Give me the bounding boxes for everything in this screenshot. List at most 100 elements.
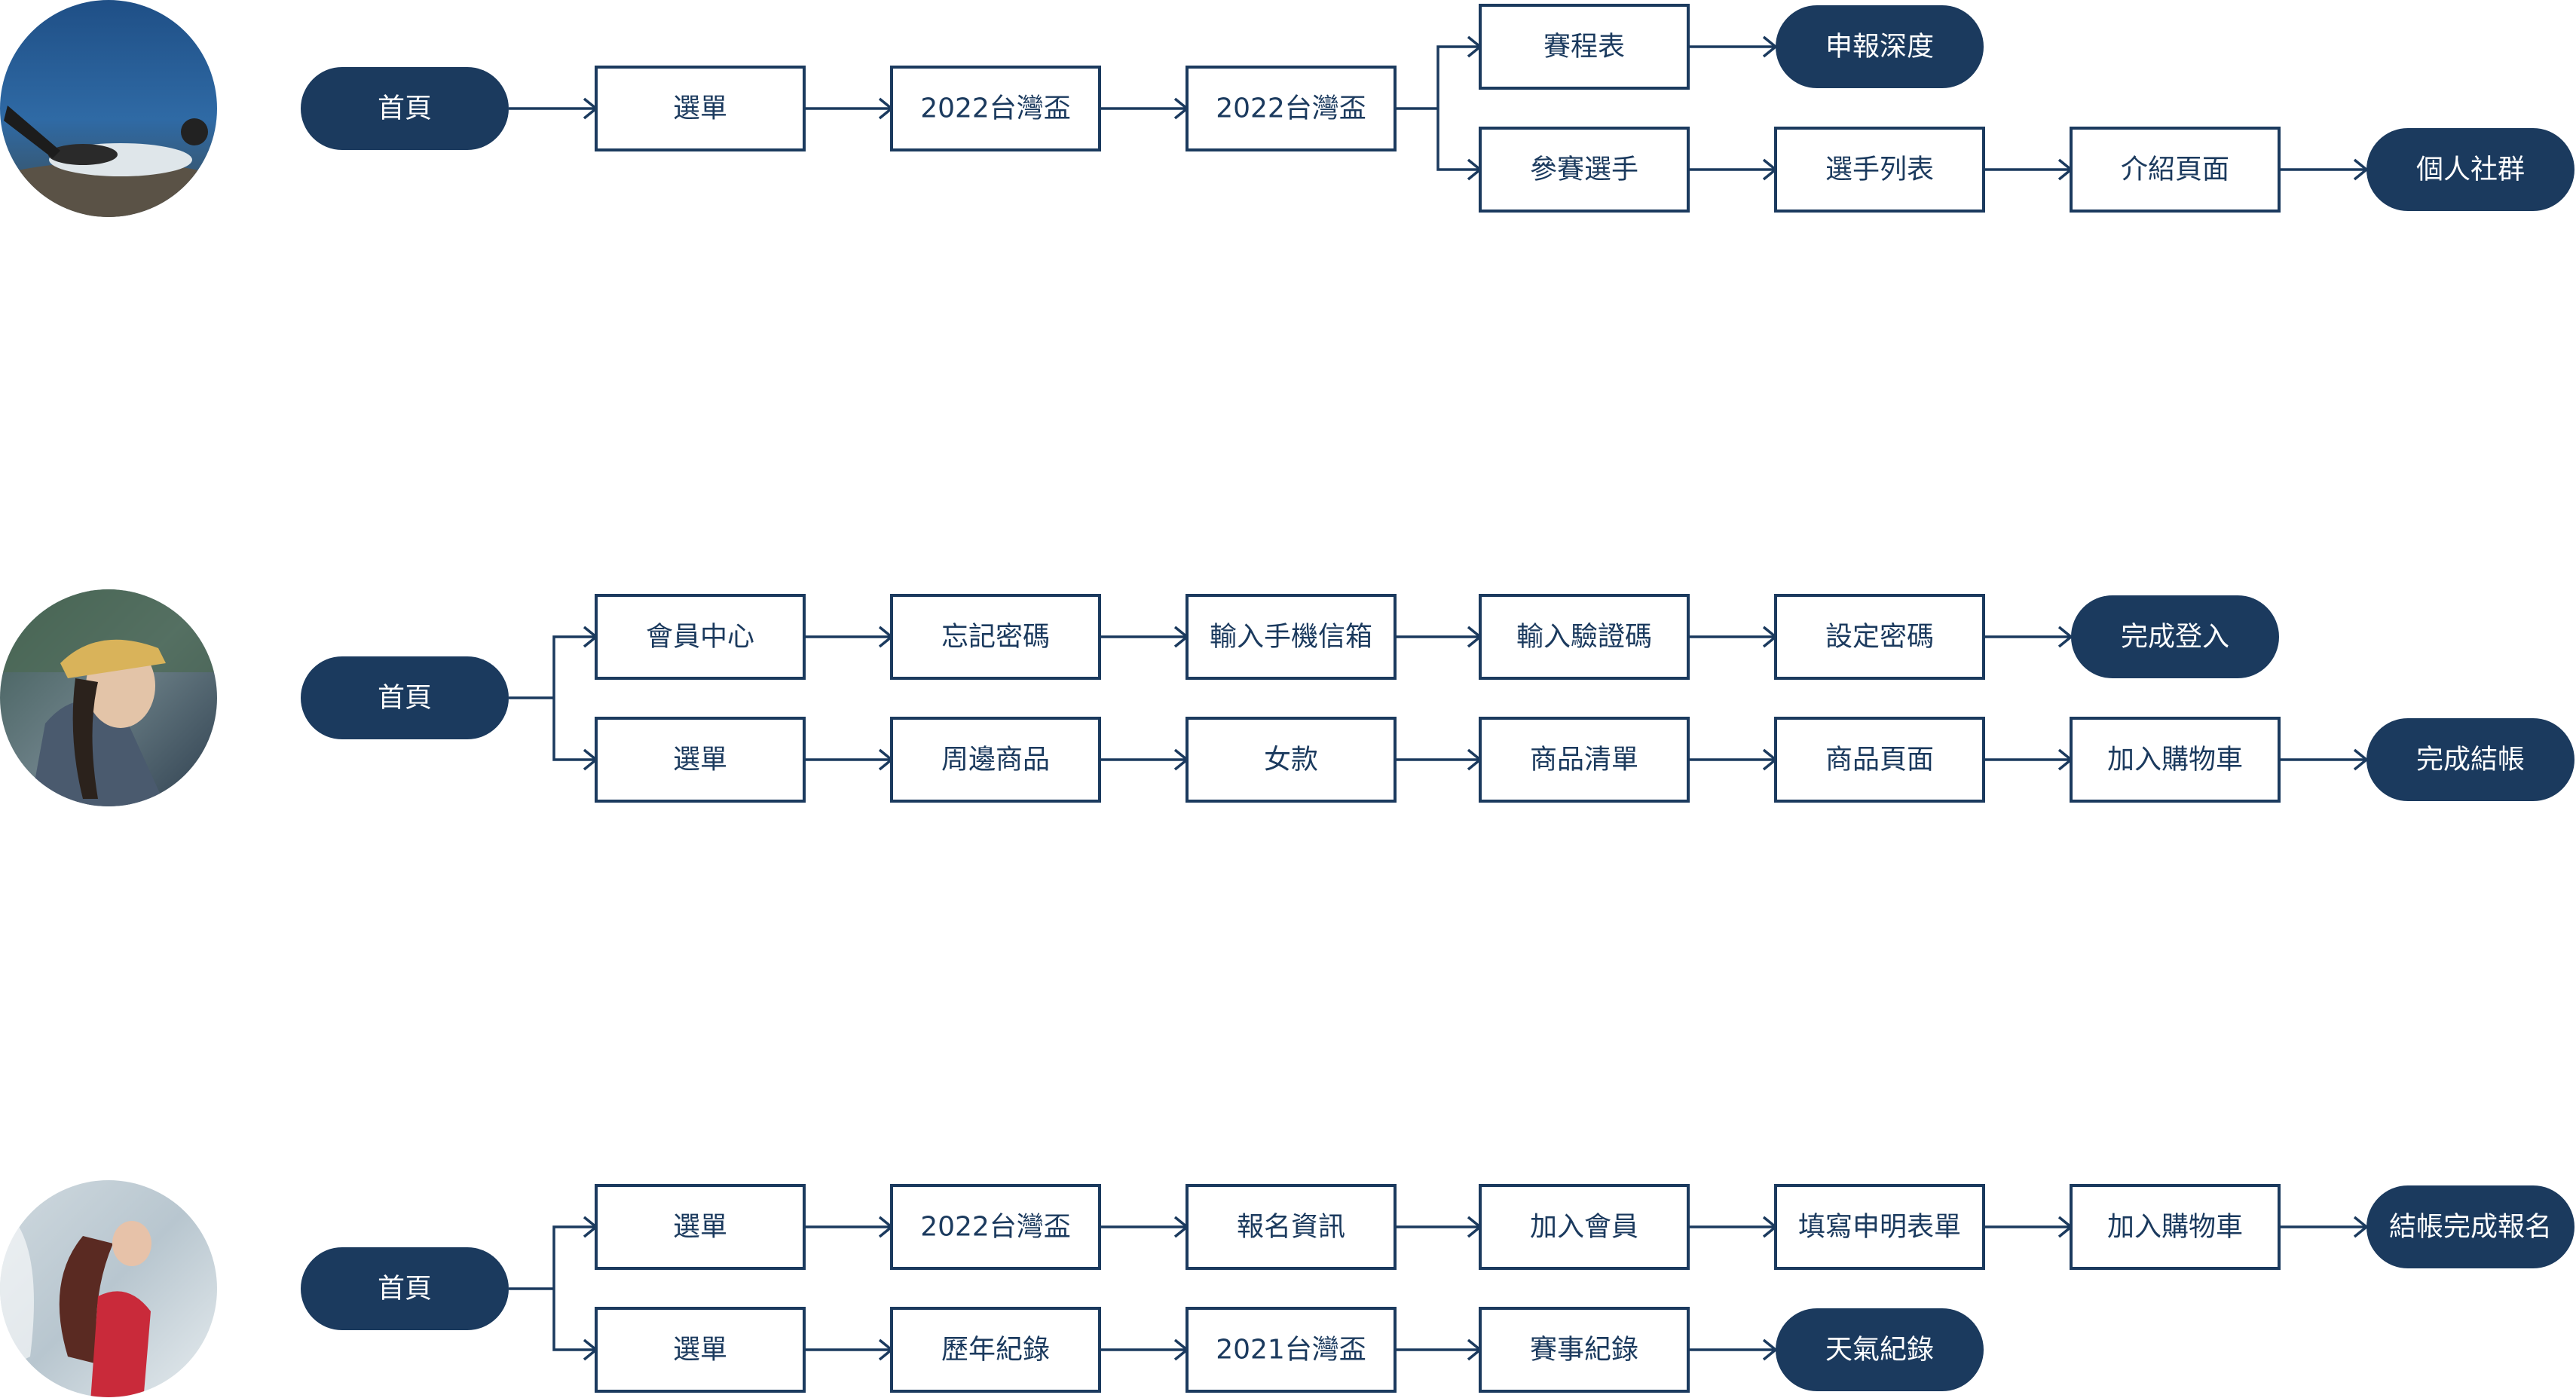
step-box: [1186, 1307, 1397, 1393]
node-label: 設定密碼: [1825, 622, 1934, 653]
flow-node-cup: 2022台灣盃: [890, 1184, 1101, 1270]
flow-node-intro: 介紹頁面: [2070, 127, 2281, 213]
edge-start-to-member: [552, 635, 596, 698]
step-box: [1774, 1184, 1985, 1270]
node-label: 完成登入: [2121, 622, 2229, 653]
step-box: [2070, 1184, 2281, 1270]
flow-node-forgot: 忘記密碼: [890, 594, 1101, 680]
node-label: 個人社群: [2416, 154, 2525, 185]
flow-node-women: 女款: [1186, 717, 1397, 803]
step-box: [1186, 594, 1397, 680]
diver-legs: [48, 144, 118, 165]
flow-node-weather: 天氣紀錄: [1776, 1308, 1984, 1391]
node-label: 參賽選手: [1530, 154, 1638, 185]
flow-node-done: 結帳完成報名: [2366, 1185, 2574, 1268]
step-box: [595, 1307, 806, 1393]
flow-node-cart: 加入購物車: [2070, 1184, 2281, 1270]
flow-node-start: 首頁: [301, 656, 509, 739]
flow-node-schedule: 賽程表: [1479, 4, 1690, 90]
node-label: 結帳完成報名: [2389, 1212, 2552, 1243]
diver-hair: [59, 1236, 113, 1364]
flow-node-phone: 輸入手機信箱: [1186, 594, 1397, 680]
diver-face: [112, 1221, 151, 1266]
node-label: 周邊商品: [941, 745, 1050, 775]
diver-head: [181, 118, 208, 145]
node-label: 首頁: [378, 93, 432, 124]
terminal-pill: [301, 67, 509, 150]
node-label: 選單: [673, 745, 727, 775]
node-label: 歷年紀錄: [941, 1335, 1050, 1366]
node-label: 選單: [673, 1212, 727, 1243]
node-label: 完成結帳: [2416, 745, 2525, 775]
node-label: 首頁: [378, 1274, 432, 1305]
terminal-pill: [301, 656, 509, 739]
node-label: 2021台灣盃: [1216, 1335, 1366, 1366]
flow-node-setpw: 設定密碼: [1774, 594, 1985, 680]
step-box: [595, 1184, 806, 1270]
flow-node-join: 加入會員: [1479, 1184, 1690, 1270]
step-box: [1186, 717, 1397, 803]
step-box: [595, 717, 806, 803]
node-label: 首頁: [378, 683, 432, 714]
diver-fins: [4, 106, 60, 158]
step-box: [1479, 127, 1690, 213]
step-box: [890, 66, 1101, 151]
node-label: 2022台灣盃: [920, 1212, 1071, 1243]
flow-node-cup2: 2022台灣盃: [1186, 66, 1397, 151]
flow-node-social: 個人社群: [2366, 128, 2574, 211]
flow-node-checkout_done: 完成結帳: [2366, 718, 2574, 801]
step-box: [890, 1307, 1101, 1393]
step-box: [1186, 1184, 1397, 1270]
edges-layer: [509, 35, 2369, 1361]
node-label: 加入會員: [1530, 1212, 1638, 1243]
flow-node-athlete_list: 選手列表: [1774, 127, 1985, 213]
step-box: [1774, 717, 1985, 803]
step-box: [1774, 594, 1985, 680]
edge-cup2-to-athletes: [1436, 109, 1480, 171]
step-box: [890, 717, 1101, 803]
node-label: 忘記密碼: [941, 622, 1050, 653]
girl-cap: [60, 639, 166, 678]
step-box: [1479, 4, 1690, 90]
step-box: [890, 1184, 1101, 1270]
step-box: [1479, 717, 1690, 803]
step-box: [1186, 66, 1397, 151]
flow-node-code: 輸入驗證碼: [1479, 594, 1690, 680]
flow-node-cart: 加入購物車: [2070, 717, 2281, 803]
flow-node-depth: 申報深度: [1776, 5, 1984, 88]
flow-node-cup2021: 2021台灣盃: [1186, 1307, 1397, 1393]
node-label: 2022台灣盃: [1216, 93, 1366, 124]
terminal-pill: [2071, 595, 2279, 678]
step-box: [890, 594, 1101, 680]
flow-node-history: 歷年紀錄: [890, 1307, 1101, 1393]
avatar-diver: [0, 0, 217, 217]
node-label: 介紹頁面: [2121, 154, 2229, 185]
node-label: 女款: [1264, 745, 1318, 775]
avatar-red-dress-diver: [0, 1180, 217, 1397]
node-label: 2022台灣盃: [920, 93, 1071, 124]
flow-node-member: 會員中心: [595, 594, 806, 680]
node-label: 報名資訊: [1237, 1212, 1345, 1243]
step-box: [595, 594, 806, 680]
terminal-pill: [301, 1247, 509, 1330]
flow-node-athletes: 參賽選手: [1479, 127, 1690, 213]
step-box: [2070, 127, 2281, 213]
node-label: 商品清單: [1530, 745, 1638, 775]
terminal-pill: [1776, 1308, 1984, 1391]
avatar-cap-girl: [0, 589, 217, 806]
flow-node-signup_info: 報名資訊: [1186, 1184, 1397, 1270]
step-box: [2070, 717, 2281, 803]
sea-floor: [0, 162, 217, 217]
light-rays: [0, 1206, 34, 1372]
node-label: 加入購物車: [2107, 1212, 2243, 1243]
node-label: 輸入驗證碼: [1516, 622, 1652, 653]
node-label: 天氣紀錄: [1825, 1335, 1934, 1366]
flow-node-product_page: 商品頁面: [1774, 717, 1985, 803]
terminal-pill: [2366, 128, 2574, 211]
flow-node-product_list: 商品清單: [1479, 717, 1690, 803]
edge-start-to-menu1: [552, 1225, 596, 1289]
step-box: [1479, 1184, 1690, 1270]
girl-hair: [72, 678, 98, 799]
edge-start-to-menu: [552, 698, 596, 761]
